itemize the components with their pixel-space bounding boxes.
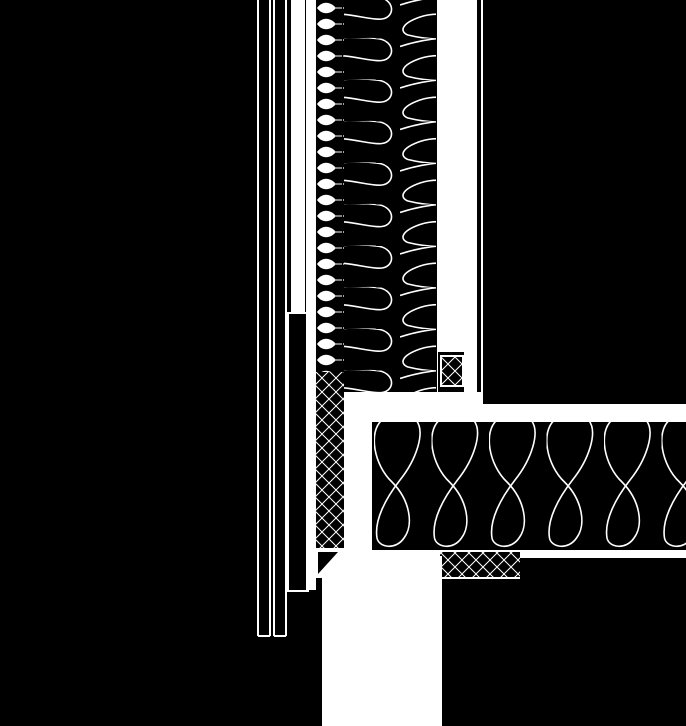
rigid-insulation-column	[316, 372, 344, 548]
sheathing-layer	[291, 0, 316, 590]
base-flashing	[316, 548, 346, 578]
inner-wall-board	[437, 0, 475, 392]
batten-strip	[287, 312, 309, 592]
floor-insulation-loops	[374, 422, 686, 550]
corner-fixing	[440, 355, 464, 387]
foundation-wall	[322, 578, 442, 726]
cladding-panels	[257, 0, 287, 637]
wall-insulation	[344, 0, 436, 392]
membrane-layer	[316, 0, 344, 372]
ceiling-batten	[440, 552, 520, 579]
foundation-top	[346, 556, 442, 580]
